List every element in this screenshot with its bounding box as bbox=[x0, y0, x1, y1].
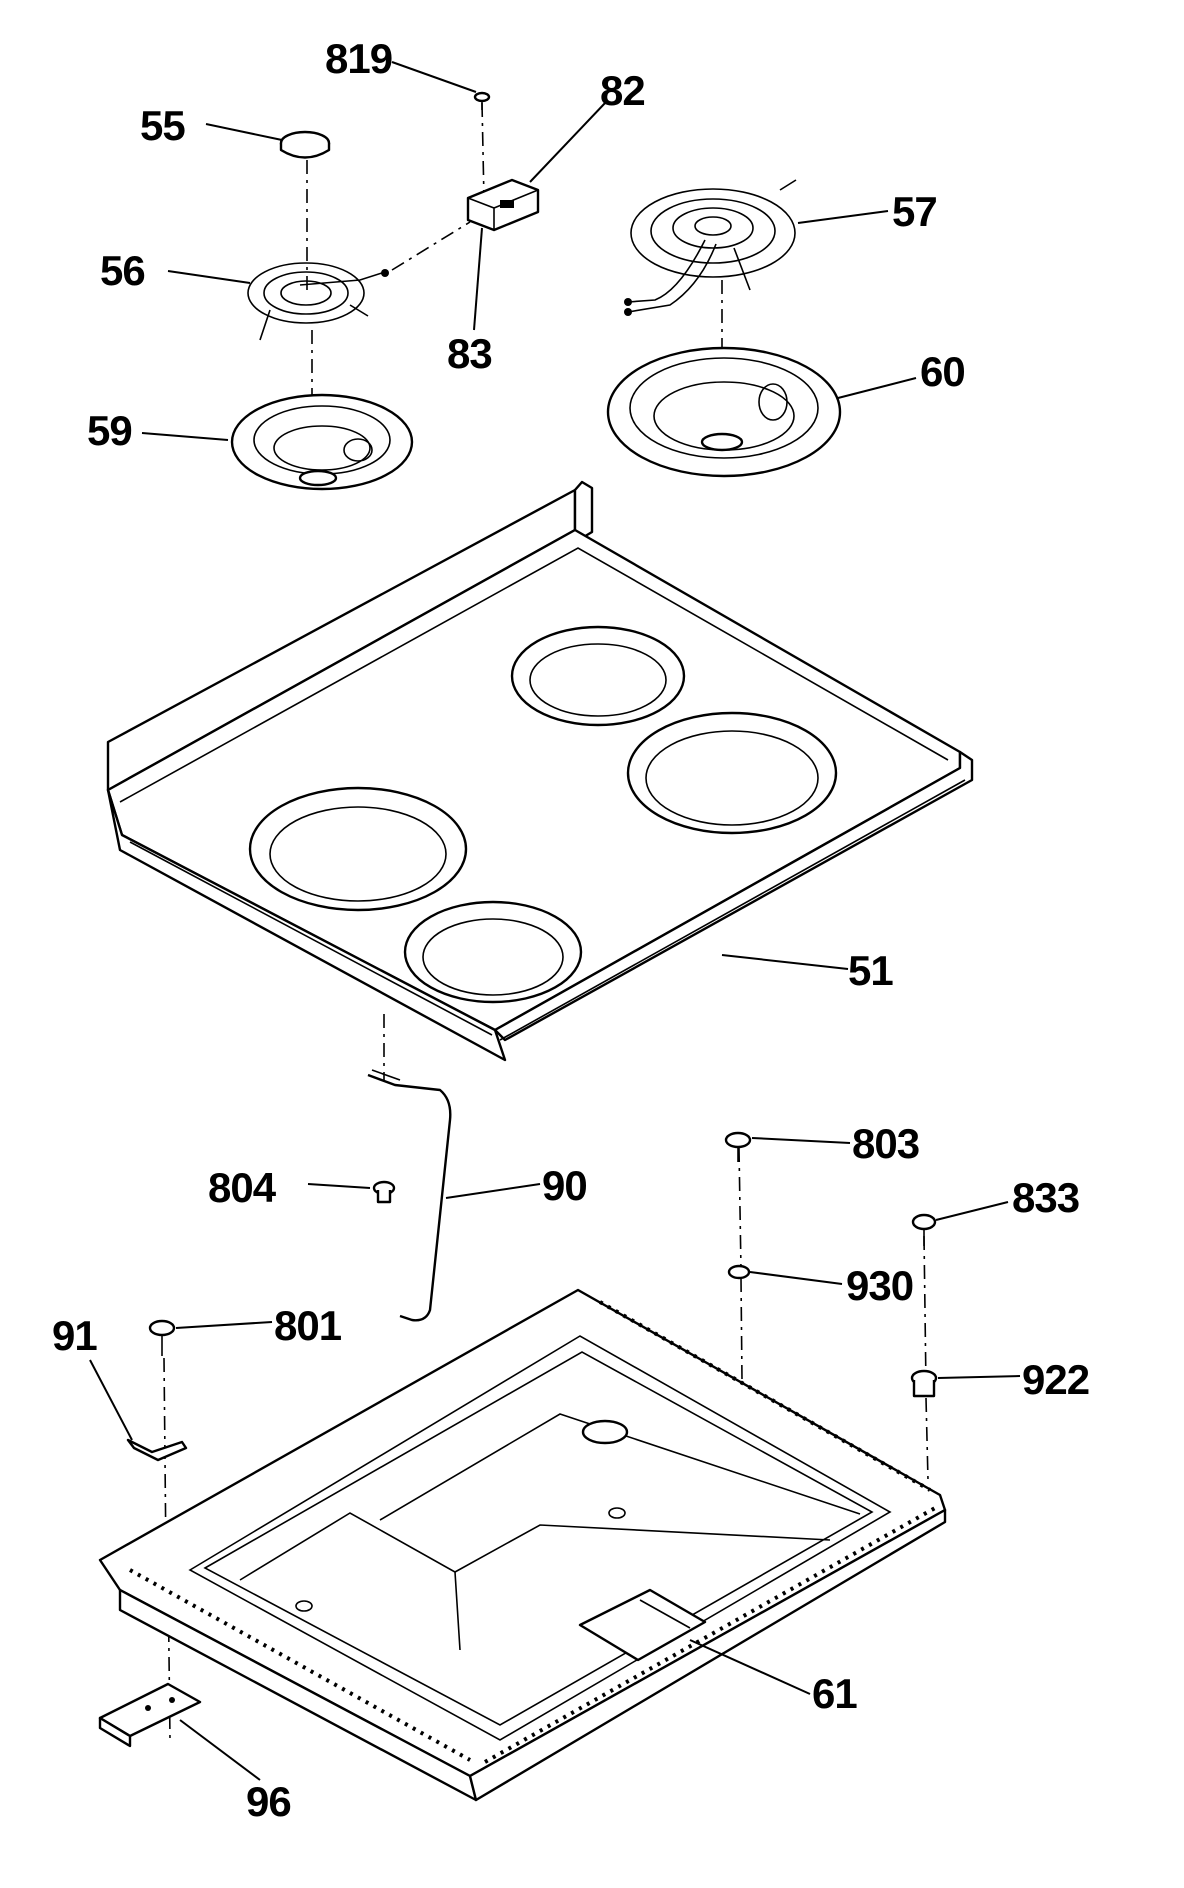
label-930: 930 bbox=[846, 1262, 913, 1309]
burner-opening-rear-left bbox=[510, 625, 686, 727]
main-top-51 bbox=[106, 480, 974, 1062]
bottom-pan-61 bbox=[98, 1288, 947, 1802]
label-60: 60 bbox=[920, 348, 965, 395]
receptacle-block-82-83 bbox=[466, 178, 540, 232]
washer-part-930 bbox=[727, 1264, 751, 1280]
bracket-part-96 bbox=[98, 1682, 202, 1748]
label-801: 801 bbox=[274, 1302, 342, 1349]
burner-opening-rear-right bbox=[626, 711, 838, 835]
rod-part-90 bbox=[367, 1069, 452, 1322]
bracket-part-91 bbox=[126, 1438, 188, 1462]
label-61: 61 bbox=[812, 1670, 857, 1717]
label-819: 819 bbox=[325, 35, 392, 82]
label-96: 96 bbox=[246, 1778, 291, 1825]
label-90: 90 bbox=[542, 1162, 587, 1209]
label-803: 803 bbox=[852, 1120, 919, 1167]
small-drip-pan-59 bbox=[230, 393, 414, 491]
label-91: 91 bbox=[52, 1312, 97, 1359]
screw-part-803 bbox=[724, 1131, 752, 1162]
leader-lines bbox=[89, 61, 1021, 1781]
label-55: 55 bbox=[140, 102, 185, 149]
nut-part-922 bbox=[910, 1369, 938, 1398]
label-59: 59 bbox=[87, 407, 132, 454]
burner-opening-front-right bbox=[403, 900, 583, 1004]
label-56: 56 bbox=[100, 247, 145, 294]
label-57: 57 bbox=[892, 188, 937, 235]
burner-opening-front-left bbox=[248, 786, 468, 912]
screw-part-801 bbox=[148, 1319, 176, 1356]
label-833: 833 bbox=[1012, 1174, 1079, 1221]
screw-part-804 bbox=[372, 1180, 396, 1204]
screw-part-819 bbox=[473, 91, 491, 110]
label-83: 83 bbox=[447, 330, 492, 377]
small-surface-element-56 bbox=[247, 262, 389, 341]
label-51: 51 bbox=[848, 947, 893, 994]
large-surface-element-57 bbox=[624, 179, 797, 316]
knob-part-55 bbox=[279, 130, 331, 159]
screw-part-833 bbox=[911, 1213, 937, 1246]
large-drip-pan-60 bbox=[606, 346, 842, 478]
label-804: 804 bbox=[208, 1164, 277, 1211]
label-82: 82 bbox=[600, 67, 645, 114]
label-922: 922 bbox=[1022, 1356, 1089, 1403]
